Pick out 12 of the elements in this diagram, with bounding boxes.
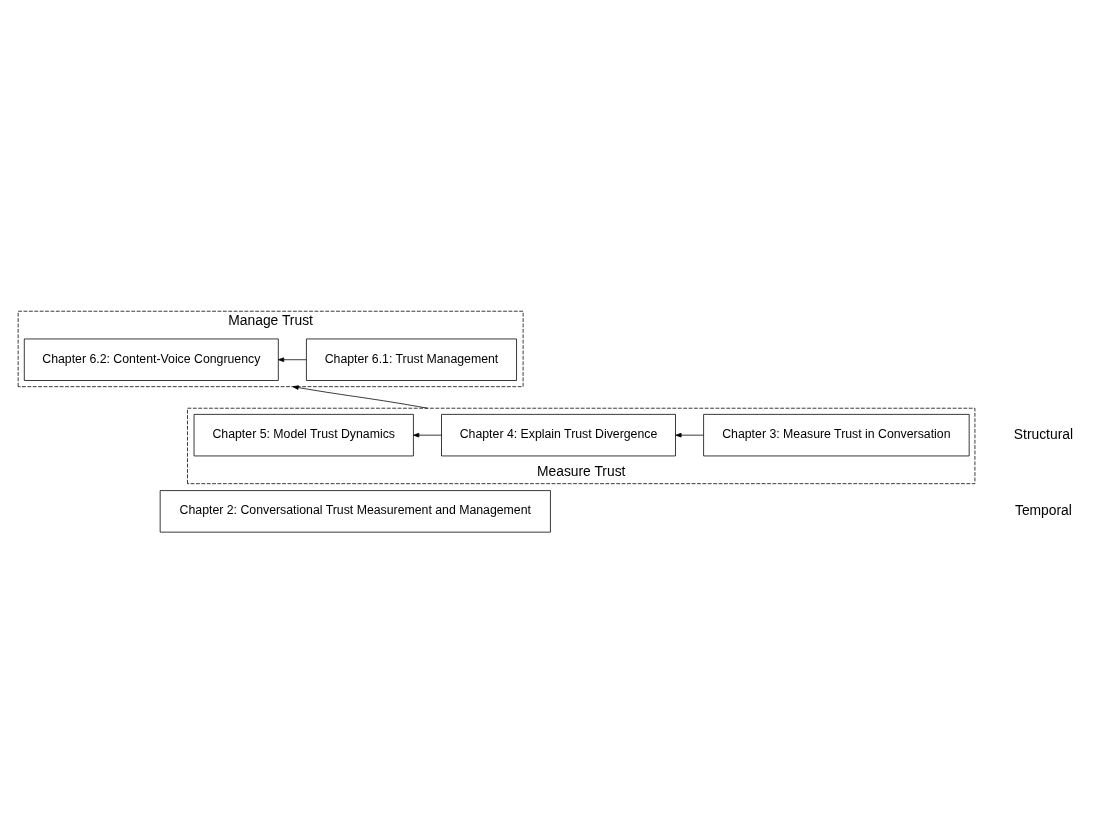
label: Structural <box>1013 425 1074 442</box>
arrow <box>292 385 429 409</box>
node-box: Chapter 5: Model Trust Dynamics <box>193 414 414 457</box>
arrow <box>277 357 307 362</box>
arrow <box>413 432 442 438</box>
node-box: Chapter 3: Measure Trust in Conversation <box>703 414 970 457</box>
node-box: Chapter 6.2: Content-Voice Congruency <box>23 338 279 381</box>
node-box: Chapter 4: Explain Trust Divergence <box>441 414 676 457</box>
node-box: Chapter 2: Conversational Trust Measurement and Management <box>159 490 551 533</box>
label: Temporal <box>1014 501 1072 518</box>
node-box: Chapter 6.1: Trust Management <box>306 338 517 381</box>
arrow <box>675 432 704 438</box>
